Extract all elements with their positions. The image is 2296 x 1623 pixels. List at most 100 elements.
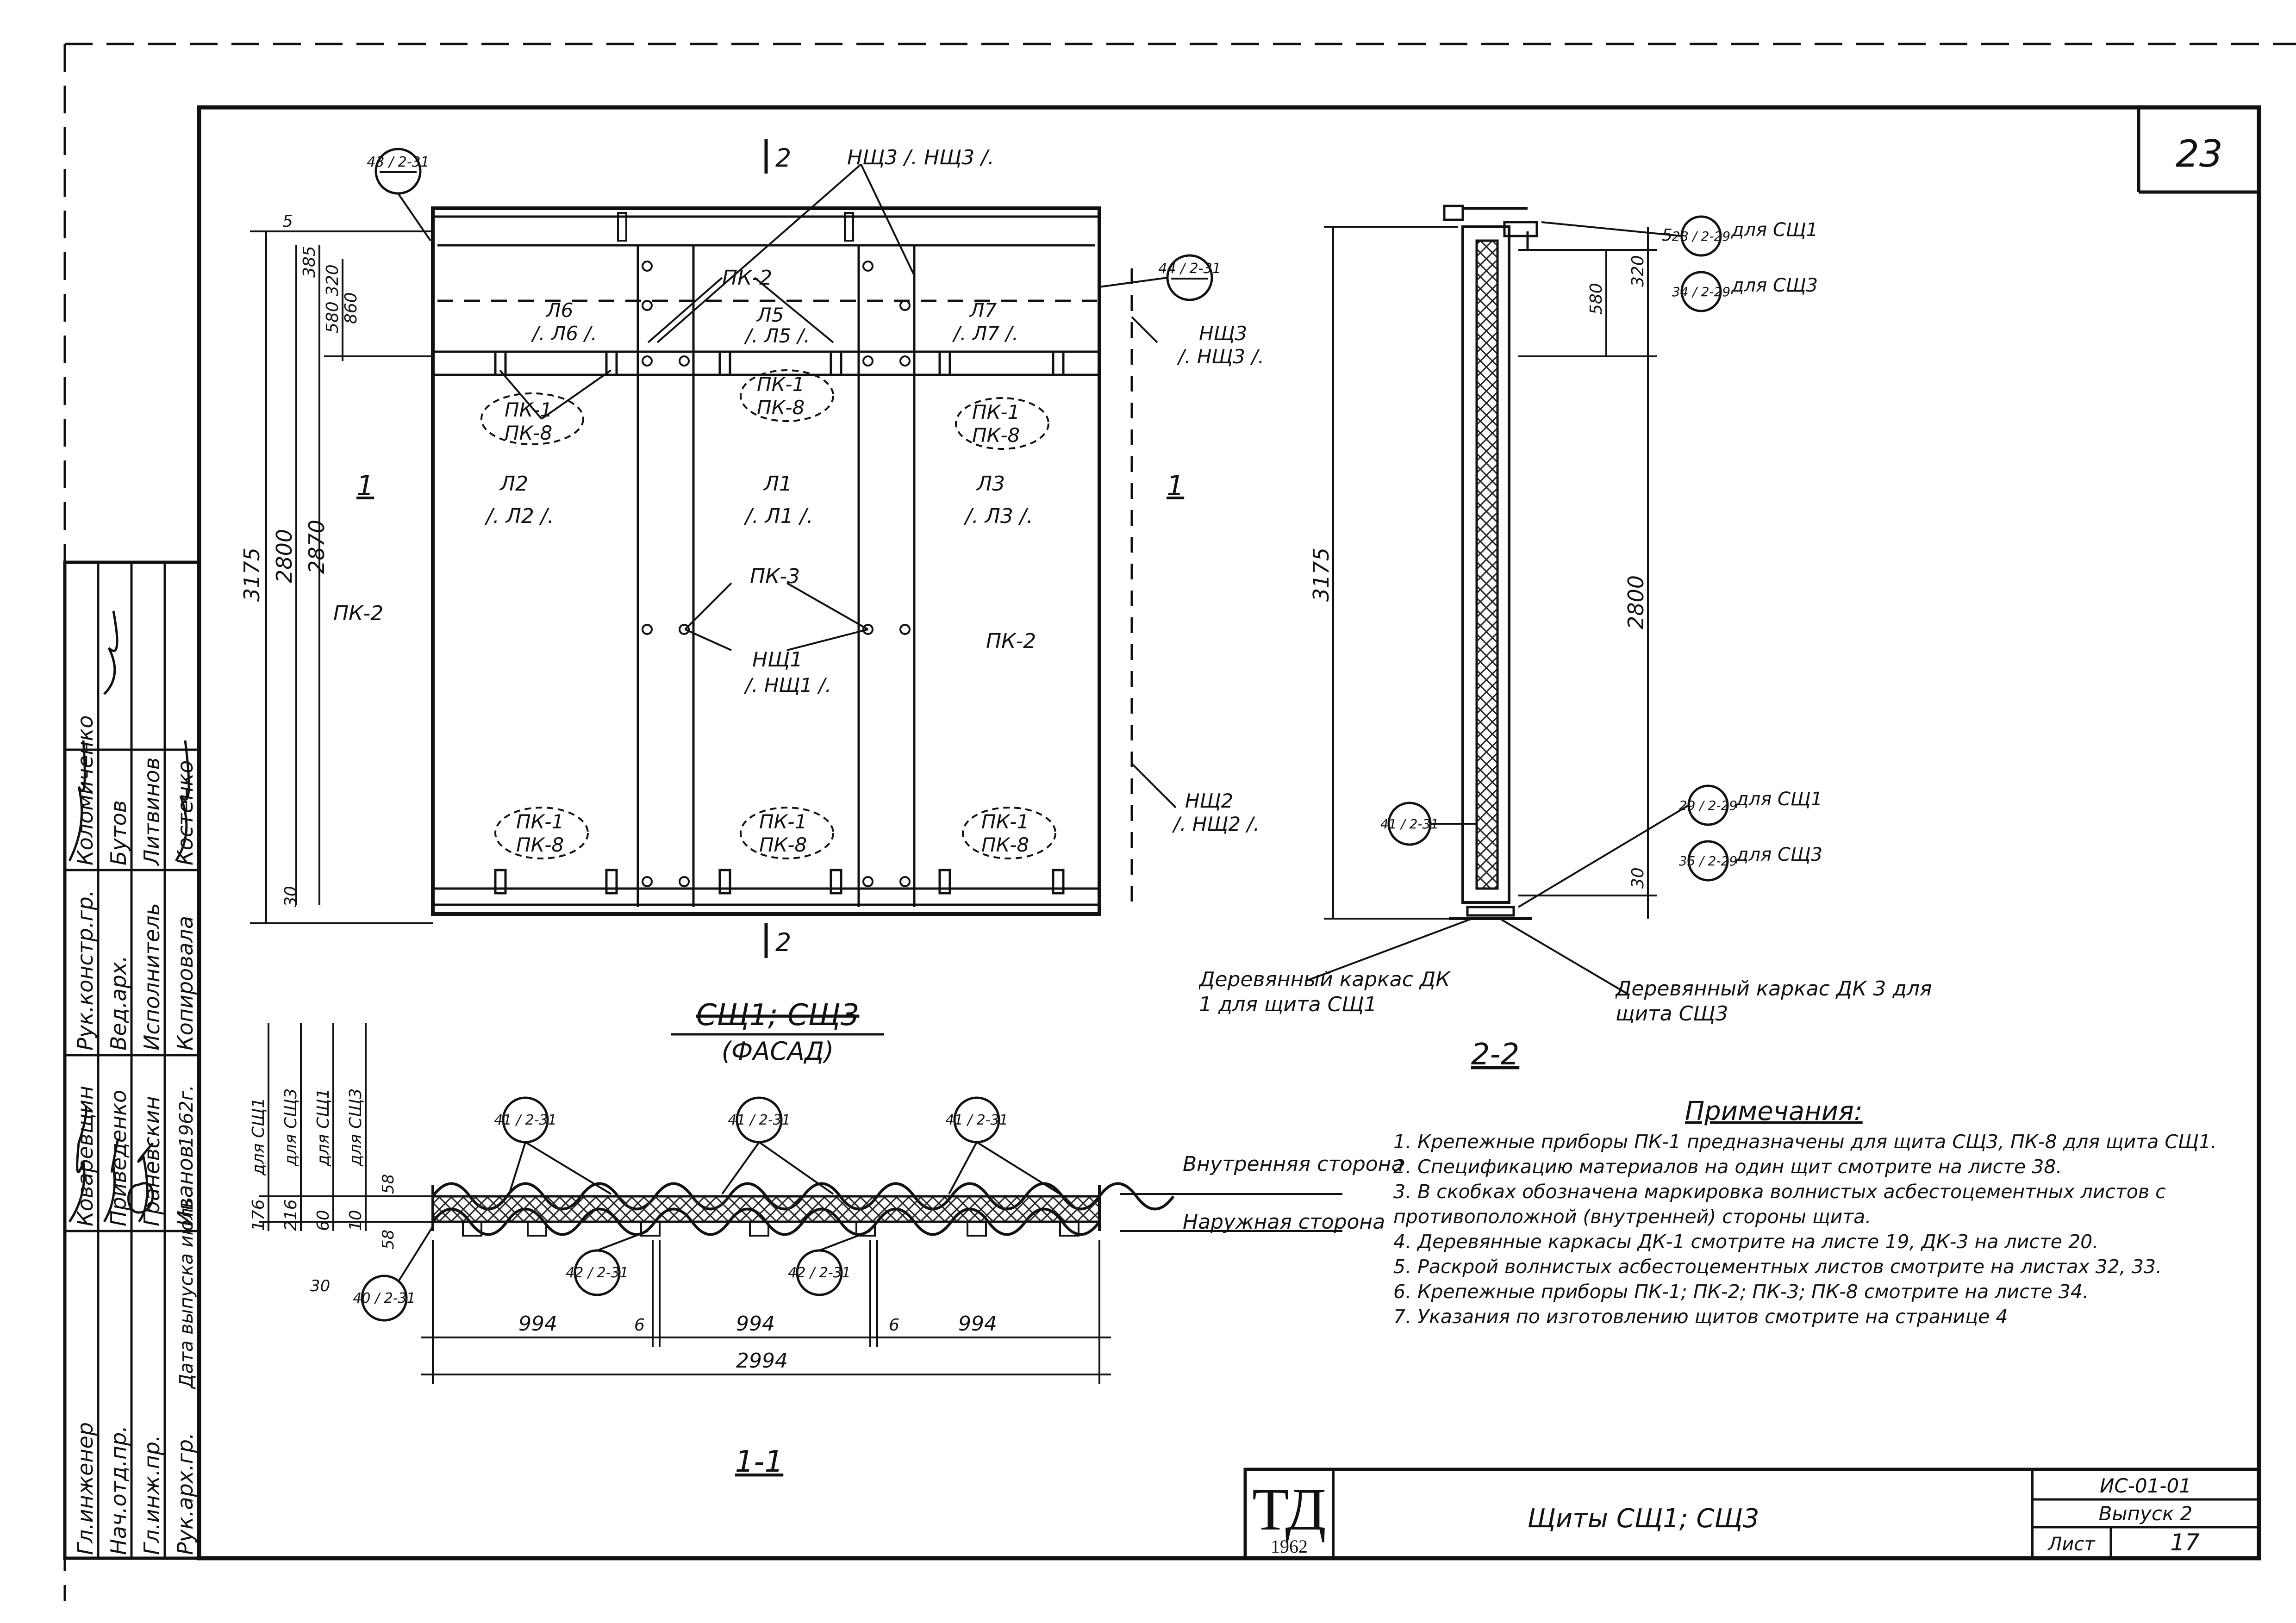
- frame-dk3-note: Деревянный каркас ДК 3 для щита СЩ3: [1616, 977, 1932, 1026]
- callout-40-ref: 40 / 2-31: [353, 1290, 415, 1306]
- stamp-name-2: Приведенко: [106, 1090, 131, 1226]
- notes-title: Примечания:: [1685, 1096, 1863, 1126]
- note-6: 6. Крепежные приборы ПК-1; ПК-2; ПК-3; П…: [1393, 1281, 2089, 1303]
- callout-34: 34 / 2-29 для СЩ3: [1672, 271, 1818, 312]
- gap-2: 6: [889, 1316, 899, 1335]
- s22-dim-2800: 2800: [1623, 575, 1648, 629]
- s11-dim-60-text: для СЩ1: [314, 1088, 333, 1167]
- label-pk2-top: ПК-2: [722, 266, 772, 290]
- label-pk8-rt: ПК-8: [972, 424, 1020, 447]
- issue-number: Выпуск 2: [2099, 1502, 2193, 1525]
- signature-4: [127, 1182, 154, 1214]
- callout-41-s22: 41 / 2-31: [1380, 802, 1477, 846]
- sheet-number-box: 23: [2137, 107, 2259, 194]
- dim-30: 30: [281, 886, 300, 907]
- callout-41-c-ref: 41 / 2-31: [945, 1112, 1008, 1128]
- signature-5: [68, 740, 86, 862]
- callout-40: 40 / 2-31: [353, 1225, 434, 1322]
- title-block: ТД 1962 Щиты СЩ1; СЩ3 ИС-01-01 Выпуск 2 …: [1243, 1468, 2261, 1560]
- stamp-role-7: Исполнитель: [139, 903, 164, 1051]
- dim-2800: 2800: [272, 529, 297, 583]
- label-nsch2a: /. НЩ2 /.: [1172, 813, 1260, 835]
- signature-1: [68, 1106, 87, 1223]
- callout-29-text: для СЩ1: [1735, 789, 1822, 810]
- label-nsch3-right-a: /. НЩ3 /.: [1176, 345, 1264, 368]
- brackets: [494, 350, 1065, 895]
- callout-34-text: для СЩ3: [1731, 275, 1818, 296]
- note-7: 7. Указания по изготовлению щитов смотри…: [1393, 1306, 2008, 1328]
- s11-dim-216-text: для СЩ3: [281, 1088, 300, 1167]
- label-pk1-lb: ПК-1: [516, 810, 564, 833]
- signature-3: [137, 1142, 154, 1223]
- stamp-role-6: Вед.арх.: [106, 955, 131, 1051]
- stamp-release-label: Дата выпуска июль: [176, 1197, 197, 1389]
- label-pk1-mb: ПК-1: [759, 810, 807, 833]
- label-l1: Л1: [763, 472, 792, 496]
- span-1: 994: [518, 1312, 557, 1336]
- drawing-title: Щиты СЩ1; СЩ3: [1528, 1504, 1759, 1534]
- logo: ТД: [1252, 1476, 1326, 1543]
- label-pk1-lt: ПК-1: [505, 398, 552, 421]
- s11-dim-216: 216: [281, 1199, 300, 1231]
- label-l3a: /. Л3 /.: [963, 504, 1033, 528]
- callout-42-a-ref: 42 / 2-31: [566, 1265, 628, 1281]
- facade-dimensions: [250, 230, 433, 924]
- inner-side-label: Внутренняя сторона: [1183, 1152, 1404, 1176]
- callout-35: 35 / 2-29 для СЩ3: [1679, 840, 1822, 882]
- span-2: 994: [736, 1312, 775, 1336]
- label-l6a: /. Л6 /.: [530, 322, 597, 345]
- label-pk8-mb: ПК-8: [759, 833, 807, 856]
- note-3: 3. В скобках обозначена маркировка волни…: [1393, 1181, 2166, 1228]
- s11-dim-176: 176: [249, 1199, 268, 1231]
- section-mark-left: 1: [356, 470, 374, 502]
- label-pk2-right: ПК-2: [986, 629, 1036, 653]
- dim-3175: 3175: [239, 547, 264, 602]
- approval-stamp: Гл.инженер Коваревщин Рук.констр.гр. Кол…: [63, 560, 201, 1560]
- sheet-number: 23: [2176, 132, 2223, 175]
- signature-7: [175, 740, 190, 862]
- section-22-title: 2-2: [1471, 1038, 1520, 1072]
- signature-6: [103, 610, 119, 695]
- note-1: 1. Крепежные приборы ПК-1 предназначены …: [1393, 1131, 2217, 1153]
- label-pk8-rb: ПК-8: [981, 833, 1029, 856]
- section-mark-right: 1: [1167, 470, 1184, 502]
- callout-41-b-ref: 41 / 2-31: [728, 1112, 790, 1128]
- pk-group-mid-bottom: [740, 807, 834, 859]
- stamp-release-year: 1962г.: [176, 1085, 197, 1148]
- stamp-name-4: Иванов: [173, 1145, 198, 1226]
- logo-year: 1962: [1271, 1536, 1308, 1557]
- label-l3: Л3: [976, 472, 1005, 496]
- label-l6: Л6: [545, 299, 573, 322]
- section-11-title: 1-1: [735, 1445, 784, 1479]
- stamp-role-4: Рук.арх.гр.: [173, 1432, 198, 1555]
- callout-29: 29 / 2-29 для СЩ1: [1517, 784, 1822, 908]
- dim-385: 385: [300, 246, 319, 278]
- signature-2: [103, 1138, 119, 1223]
- stamp-name-6: Бутов: [106, 800, 131, 865]
- pk-group-left-bottom: [494, 807, 589, 859]
- outer-side-label: Наружная сторона: [1183, 1210, 1385, 1234]
- dim-860: 860: [342, 292, 361, 324]
- label-pk3: ПК-3: [750, 565, 800, 588]
- label-nsch1a: /. НЩ1 /.: [743, 674, 831, 696]
- label-l5a: /. Л5 /.: [743, 324, 810, 347]
- s22-dim-580: 580: [1587, 283, 1606, 315]
- callout-41-s22-ref: 41 / 2-31: [1380, 816, 1439, 832]
- stamp-role-8: Копировала: [173, 916, 198, 1051]
- label-pk1-rt: ПК-1: [972, 401, 1020, 423]
- s11-dim-30: 30: [310, 1277, 330, 1295]
- sheet-label: Лист: [2047, 1534, 2096, 1555]
- s22-dim-320: 320: [1628, 255, 1647, 287]
- stamp-role-2: Нач.отд.пр.: [106, 1425, 131, 1555]
- span-total: 2994: [736, 1349, 788, 1373]
- callout-43-text: 43 / 2-31: [367, 154, 429, 170]
- pk-group-right-top: [955, 397, 1049, 450]
- s11-dim-10-text: для СЩ3: [346, 1088, 365, 1167]
- label-pk1-mt: ПК-1: [757, 373, 805, 396]
- callout-28: 28 / 2-29 для СЩ1: [1541, 215, 1818, 257]
- s11-dim-10: 10: [346, 1210, 365, 1231]
- label-l7: Л7: [969, 299, 997, 322]
- drawing-code: ИС-01-01: [2100, 1474, 2191, 1497]
- callout-41-c: 41 / 2-31: [945, 1096, 1061, 1195]
